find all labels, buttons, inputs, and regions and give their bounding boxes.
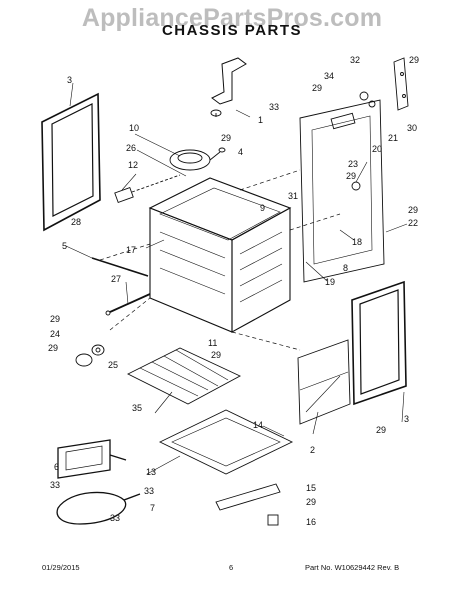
callout-28: 28 bbox=[71, 217, 82, 227]
callout-leader-lines bbox=[65, 82, 408, 475]
callout-23: 23 bbox=[348, 159, 359, 169]
callout-19: 19 bbox=[325, 277, 336, 287]
callout-9: 9 bbox=[260, 203, 266, 213]
door-panel-right bbox=[351, 280, 407, 406]
watermark: AppliancePartsPros.com bbox=[81, 4, 383, 32]
callout-29: 29 bbox=[312, 83, 323, 93]
burner-tube bbox=[215, 483, 281, 526]
oven-cavity bbox=[148, 177, 292, 333]
callout-14: 14 bbox=[253, 420, 264, 430]
callout-33: 33 bbox=[269, 102, 280, 112]
callout-24: 24 bbox=[50, 329, 61, 339]
callout-35: 35 bbox=[132, 403, 143, 413]
callout-32: 32 bbox=[350, 55, 361, 65]
callout-3: 3 bbox=[67, 75, 73, 85]
callout-29: 29 bbox=[409, 55, 420, 65]
broiler-pan bbox=[158, 409, 294, 475]
callout-4: 4 bbox=[238, 147, 244, 157]
oven-rack bbox=[126, 347, 242, 405]
rear-panel bbox=[299, 99, 385, 283]
callout-3: 3 bbox=[404, 414, 410, 424]
callout-2: 2 bbox=[310, 445, 316, 455]
callout-33: 33 bbox=[144, 486, 155, 496]
broil-element bbox=[56, 491, 141, 525]
callout-11: 11 bbox=[208, 338, 218, 348]
callout-16: 16 bbox=[306, 517, 317, 527]
gas-fittings bbox=[330, 91, 376, 130]
sensor-probe bbox=[105, 293, 151, 316]
diagram-title: CHASSIS PARTS bbox=[161, 22, 303, 39]
callout-6: 6 bbox=[54, 462, 60, 472]
callout-29: 29 bbox=[221, 133, 232, 143]
igniter bbox=[114, 174, 181, 204]
callout-7: 7 bbox=[150, 503, 156, 513]
callout-29: 29 bbox=[376, 425, 387, 435]
rear-bracket bbox=[393, 57, 409, 111]
callout-27: 27 bbox=[111, 274, 122, 284]
footer-page-number: 6 bbox=[229, 563, 234, 572]
callout-29: 29 bbox=[50, 314, 61, 324]
callout-30: 30 bbox=[407, 123, 418, 133]
callout-17: 17 bbox=[126, 245, 137, 255]
control-knob-assembly bbox=[75, 344, 105, 367]
callout-29: 29 bbox=[408, 205, 419, 215]
callout-29: 29 bbox=[211, 350, 222, 360]
callout-13: 13 bbox=[146, 467, 157, 477]
callout-33: 33 bbox=[50, 480, 61, 490]
bake-element bbox=[57, 439, 127, 479]
bottom-access-panel bbox=[297, 339, 351, 425]
callout-20: 20 bbox=[372, 144, 383, 154]
callout-18: 18 bbox=[352, 237, 363, 247]
callout-8: 8 bbox=[343, 263, 349, 273]
support-wire bbox=[91, 257, 149, 277]
footer-part-number: Part No. W10629442 Rev. B bbox=[305, 563, 400, 572]
callout-34: 34 bbox=[324, 71, 335, 81]
callout-31: 31 bbox=[288, 191, 299, 201]
mounting-bracket bbox=[210, 57, 247, 117]
callout-22: 22 bbox=[408, 218, 419, 228]
callout-1: 1 bbox=[258, 115, 264, 125]
callout-33: 33 bbox=[110, 513, 121, 523]
assembly-guide-lines bbox=[99, 169, 341, 351]
callout-29: 29 bbox=[346, 171, 357, 181]
callout-26: 26 bbox=[126, 143, 137, 153]
callout-10: 10 bbox=[129, 123, 140, 133]
callout-25: 25 bbox=[108, 360, 119, 370]
callout-29: 29 bbox=[306, 497, 317, 507]
burner-assembly bbox=[169, 147, 226, 171]
callout-15: 15 bbox=[306, 483, 317, 493]
footer-date: 01/29/2015 bbox=[42, 563, 80, 572]
callout-29: 29 bbox=[48, 343, 59, 353]
callout-5: 5 bbox=[62, 241, 68, 251]
door-panel-left bbox=[41, 92, 101, 232]
callout-21: 21 bbox=[388, 133, 399, 143]
callout-12: 12 bbox=[128, 160, 139, 170]
